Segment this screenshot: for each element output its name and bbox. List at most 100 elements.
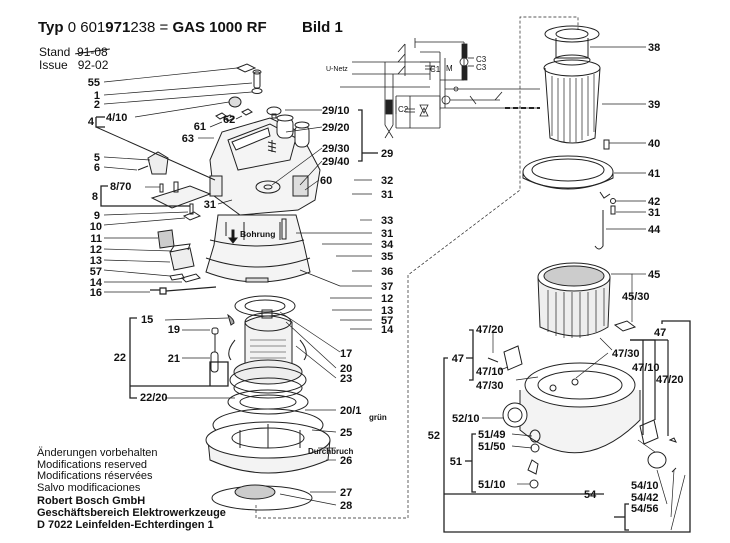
part-label-39: 39 (648, 99, 661, 111)
model-name: GAS 1000 RF (172, 19, 267, 36)
bohrung-annotation: Bohrung (240, 229, 276, 239)
modification-notes: Änderungen vorbehalten Modifications res… (37, 447, 158, 494)
part-label-42: 42 (648, 196, 661, 208)
figure-label: Bild 1 (302, 19, 343, 36)
typ-label: Typ (38, 19, 64, 36)
issue-line: Issue 92-02 (39, 59, 108, 72)
part-label-8-70: 8/70 (110, 181, 132, 193)
part-number-prefix: 0 601 (67, 19, 106, 36)
part-label-32: 32 (381, 175, 394, 187)
part-label-57-center: 57 (381, 315, 394, 327)
note-en: Modifications reserved (37, 458, 148, 471)
part-label-63: 63 (181, 133, 194, 145)
part-label-33: 33 (381, 215, 394, 227)
part-label-13: 13 (89, 255, 102, 267)
part-label-37: 37 (381, 281, 394, 293)
part-number-suffix: 238 (130, 19, 156, 36)
stand-value: 91-08 (77, 45, 108, 59)
part-label-14-center: 14 (381, 324, 394, 336)
motor-assembly (227, 295, 309, 415)
part-label-54: 54 (584, 489, 597, 501)
part-label-54-10: 54/10 (631, 480, 659, 492)
part-label-26: 26 (340, 455, 353, 467)
part-label-12: 12 (89, 244, 102, 256)
part-label-29-30: 29/30 (322, 143, 350, 155)
stand-line: Stand 91-08 (39, 46, 108, 59)
part-label-19: 19 (167, 324, 180, 336)
part-label-29-20: 29/20 (322, 122, 350, 134)
part-label-5: 5 (93, 152, 100, 164)
part-label-52: 52 (427, 430, 440, 442)
part-label-47-20-left: 47/20 (476, 324, 504, 336)
part-label-47-20-right: 47/20 (656, 374, 684, 386)
part-label-6: 6 (93, 162, 100, 174)
part-label-4-10: 4/10 (106, 112, 128, 124)
document-title: Typ 0 601971238 = GAS 1000 RF (38, 19, 267, 36)
part-label-45-30: 45/30 (622, 291, 650, 303)
part-label-34: 34 (381, 239, 394, 251)
part-label-47-30-left: 47/30 (476, 380, 504, 392)
part-label-29-10: 29/10 (322, 105, 350, 117)
motor-top-cover (209, 106, 321, 216)
part-label-15: 15 (141, 314, 154, 326)
part-label-12-center: 12 (381, 293, 394, 305)
part-label-25: 25 (340, 427, 353, 439)
company-division: Geschäftsbereich Elektrowerkzeuge (37, 507, 226, 519)
part-label-11: 11 (90, 233, 102, 245)
part-label-51-50: 51/50 (478, 441, 506, 453)
part-label-23: 23 (340, 373, 353, 385)
part-label-4: 4 (87, 116, 94, 128)
part-label-47-30-right: 47/30 (612, 348, 640, 360)
container-bowl (487, 345, 677, 489)
note-es: Salvo modificaciones (37, 481, 141, 494)
part-label-47-right: 47 (654, 327, 667, 339)
part-label-40: 40 (648, 138, 661, 150)
part-label-54-56: 54/56 (631, 503, 659, 515)
part-label-9: 9 (93, 210, 100, 222)
part-label-29: 29 (381, 148, 394, 160)
part-label-35: 35 (381, 251, 394, 263)
part-label-31-b: 31 (381, 228, 394, 240)
part-number-mid: 971 (105, 19, 131, 36)
capacitor-c3b-label: C3 (476, 63, 487, 72)
part-label-21: 21 (167, 353, 180, 365)
part-label-47-left: 47 (451, 353, 464, 365)
part-label-20: 20 (340, 363, 353, 375)
motor-base-housing (205, 214, 311, 283)
part-label-51: 51 (449, 456, 462, 468)
part-label-45: 45 (648, 269, 661, 281)
part-label-1: 1 (93, 90, 100, 102)
part-label-62: 62 (223, 114, 236, 126)
part-label-31-left: 31 (203, 199, 216, 211)
equals-sign: = (159, 19, 169, 36)
filter-tower (522, 25, 616, 250)
part-label-36: 36 (381, 266, 394, 278)
part-label-31-right: 31 (648, 207, 661, 219)
gruen-annotation: grün (369, 413, 387, 422)
capacitor-c3a-label: C3 (476, 55, 487, 64)
durchbruch-annotation: Durchbruch (308, 447, 354, 456)
part-label-14: 14 (89, 277, 102, 289)
lower-housing (205, 408, 331, 511)
part-label-51-49: 51/49 (478, 429, 506, 441)
part-label-47-10-right: 47/10 (632, 362, 660, 374)
leader-lines (95, 16, 691, 533)
part-label-22-20: 22/20 (140, 392, 168, 404)
part-label-55: 55 (87, 77, 100, 89)
part-label-41: 41 (648, 168, 661, 180)
part-label-52-10: 52/10 (452, 413, 480, 425)
part-label-60: 60 (320, 175, 333, 187)
company-location: D 7022 Leinfelden-Echterdingen 1 (37, 519, 214, 531)
circuit-schematic (340, 38, 540, 139)
part-label-47-10-left: 47/10 (476, 366, 504, 378)
part-label-8: 8 (91, 191, 98, 203)
part-label-16: 16 (89, 287, 102, 299)
capacitor-c2-label: C2 (398, 105, 409, 114)
stand-label: Stand (39, 45, 71, 59)
company-name: Robert Bosch GmbH (37, 495, 146, 507)
part-label-38: 38 (648, 42, 661, 54)
note-de: Änderungen vorbehalten (37, 447, 158, 459)
company-address: Robert Bosch GmbH Geschäftsbereich Elekt… (37, 495, 226, 531)
note-fr: Modifications réservées (37, 470, 153, 482)
